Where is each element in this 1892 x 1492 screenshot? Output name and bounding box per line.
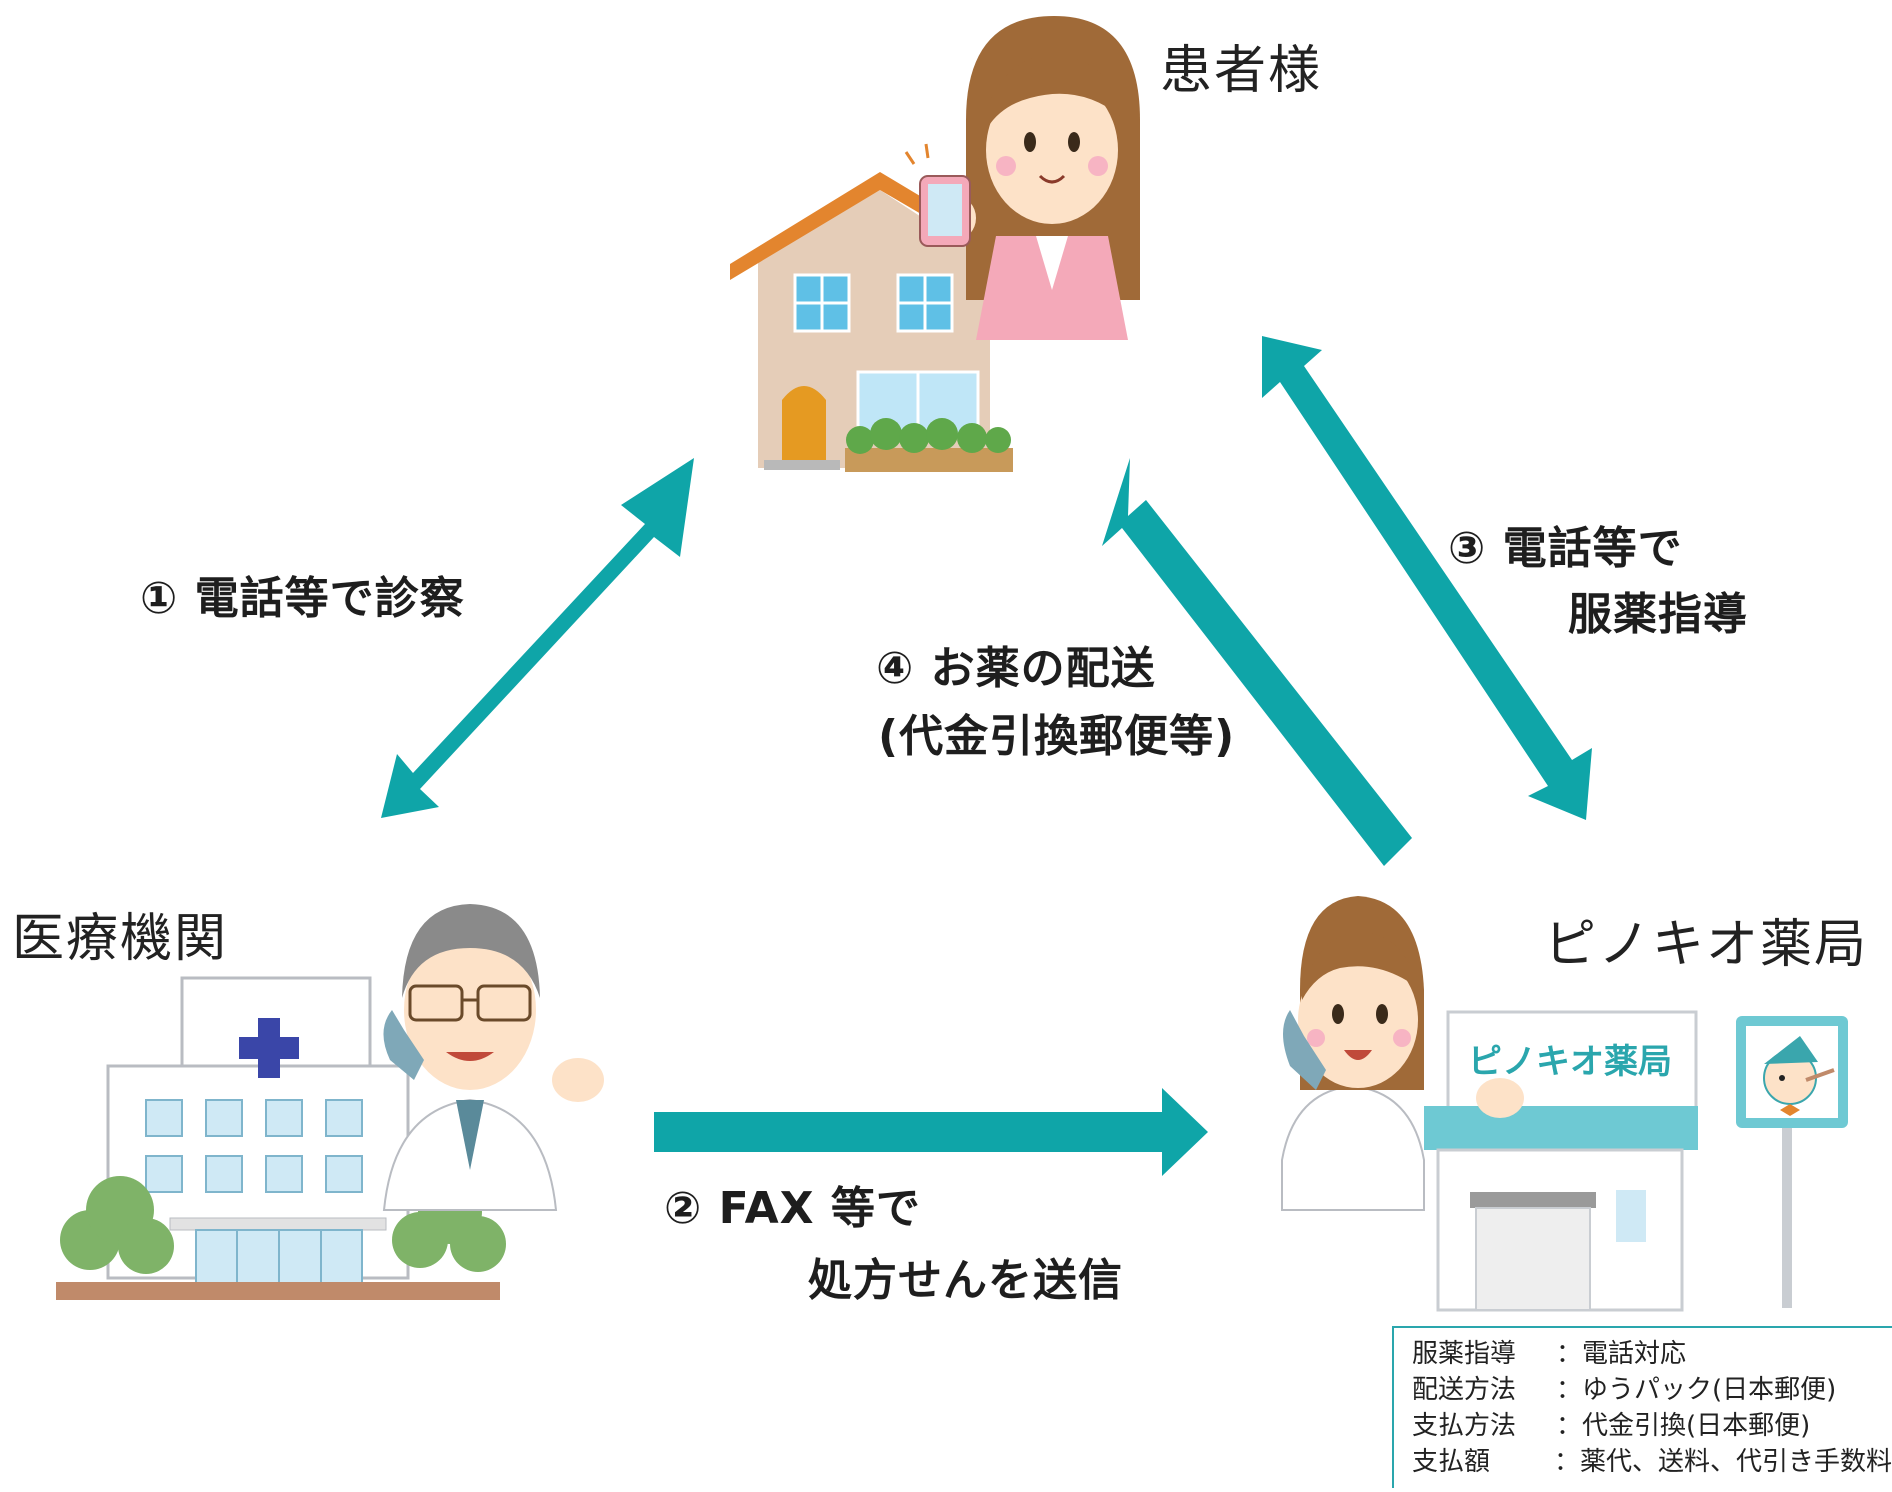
node-label-patient: 患者様	[1160, 41, 1323, 101]
info-label: 支払額	[1412, 1447, 1491, 1477]
step-2-label-line2: 処方せんを送信	[808, 1255, 1123, 1306]
info-value: 代金引換(日本郵便)	[1582, 1411, 1811, 1441]
arrow-3-double	[1262, 336, 1592, 820]
info-separator: ：	[1556, 1411, 1583, 1441]
info-value: 電話対応	[1582, 1339, 1687, 1369]
info-row: 配送方法 ： ゆうパック(日本郵便)	[1412, 1372, 1892, 1408]
step-4-label-line2: (代金引換郵便等)	[878, 711, 1236, 762]
doctor-on-phone-icon	[382, 904, 604, 1211]
info-row: 服薬指導 ： 電話対応	[1412, 1336, 1892, 1372]
arrow-2-right	[654, 1088, 1208, 1176]
step-2-label-line1: ② FAX 等で	[664, 1183, 921, 1234]
pharmacist-on-phone-icon	[1281, 896, 1524, 1211]
info-value: ゆうパック(日本郵便)	[1582, 1375, 1837, 1405]
info-label: 配送方法	[1412, 1375, 1517, 1405]
woman-with-smartphone-icon	[904, 16, 1140, 340]
info-separator: ：	[1553, 1447, 1580, 1477]
arrow-1-double	[381, 458, 694, 818]
info-row: 支払方法 ： 代金引換(日本郵便)	[1412, 1408, 1892, 1444]
pinocchio-mascot-icon	[1763, 1036, 1835, 1116]
step-4-label-line1: ④ お薬の配送	[876, 643, 1156, 694]
pharmacy-sign-text: ピノキオ薬局	[1468, 1042, 1672, 1082]
step-3-label-line2: 服薬指導	[1568, 589, 1748, 640]
step-3-label-line1: ③ 電話等で	[1448, 523, 1683, 574]
service-info-box: 服薬指導 ： 電話対応 配送方法 ： ゆうパック(日本郵便) 支払方法 ： 代金…	[1392, 1326, 1892, 1488]
hospital-building-icon	[56, 976, 506, 1300]
node-label-pharmacy: ピノキオ薬局	[1544, 915, 1869, 975]
info-label: 支払方法	[1412, 1411, 1517, 1441]
info-separator: ：	[1556, 1375, 1583, 1405]
house-icon	[730, 172, 1013, 472]
arrow-4-up	[1102, 458, 1412, 866]
info-value: 薬代、送料、代引き手数料	[1579, 1447, 1892, 1477]
node-label-hospital: 医療機関	[12, 909, 229, 969]
info-row: 支払額 ： 薬代、送料、代引き手数料	[1412, 1444, 1892, 1480]
step-1-label: ① 電話等で診察	[140, 573, 465, 624]
info-label: 服薬指導	[1412, 1339, 1517, 1369]
info-separator: ：	[1556, 1339, 1583, 1369]
